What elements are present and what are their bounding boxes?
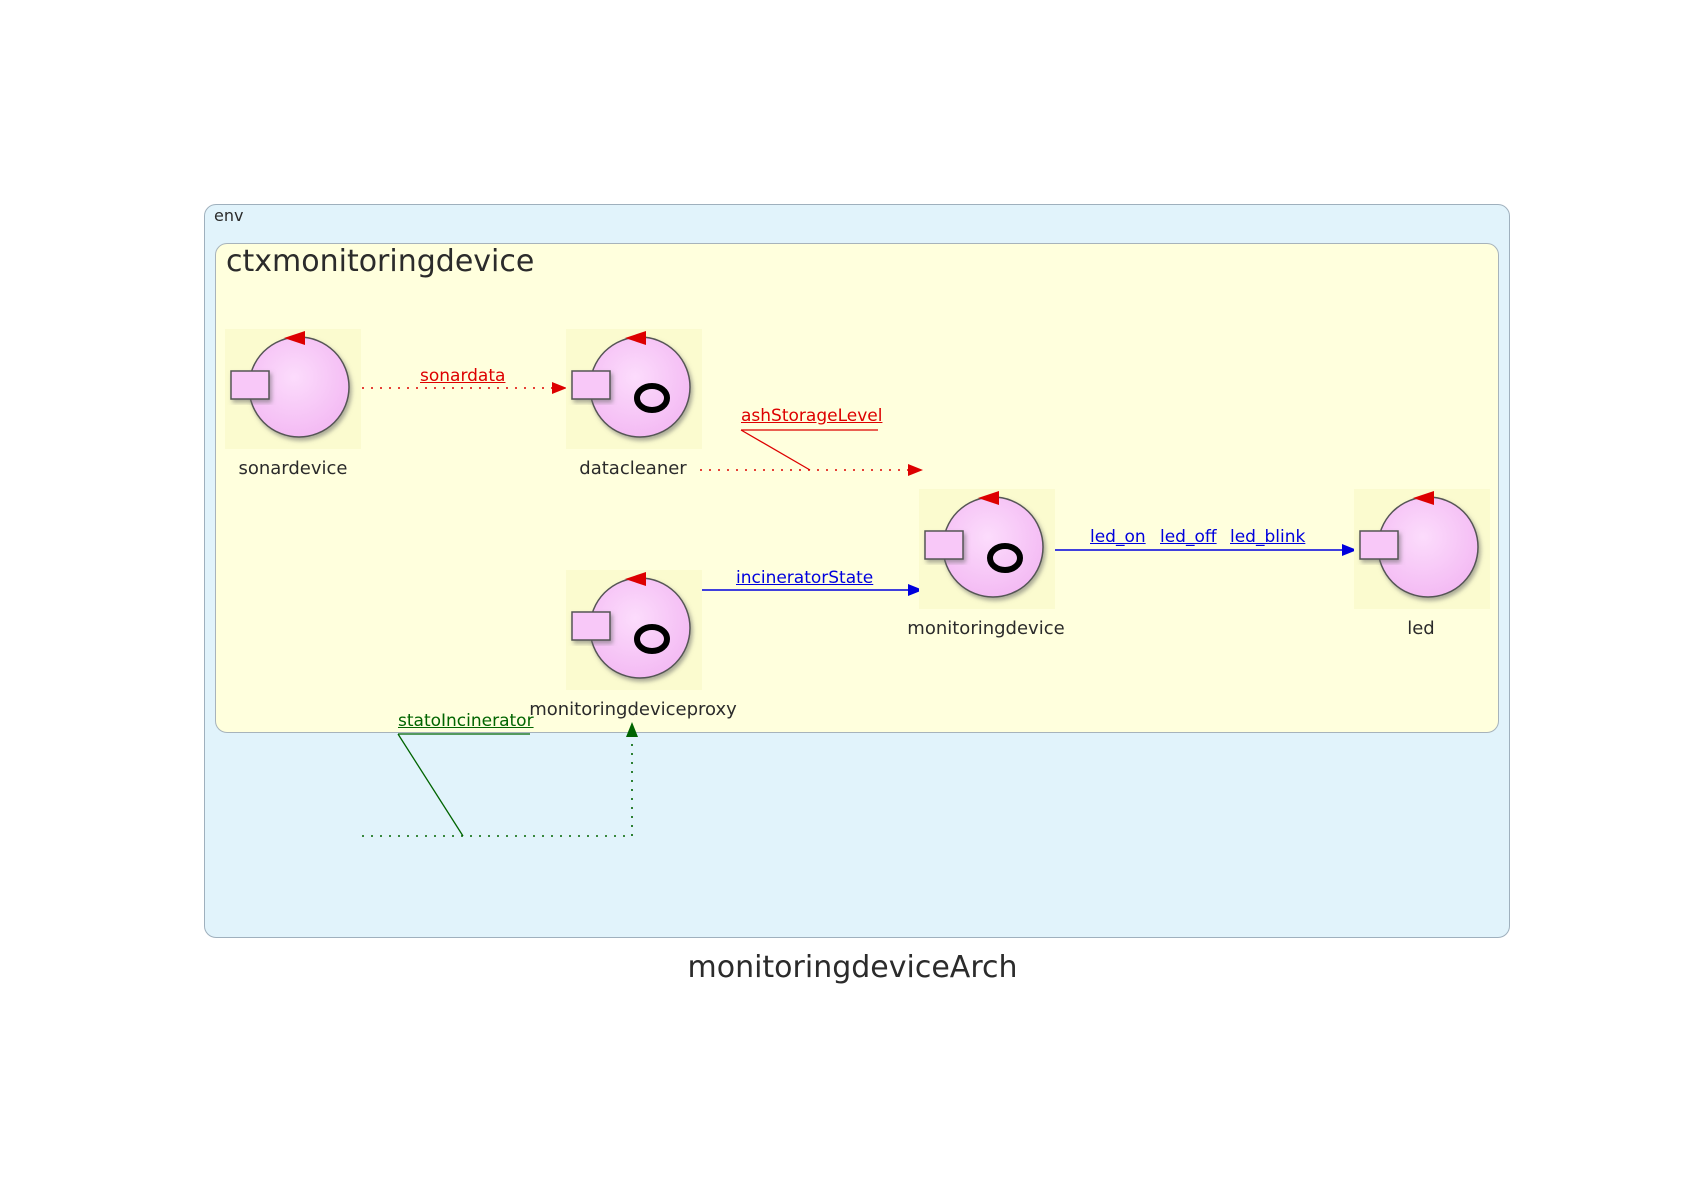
edge-label-led-off: led_off — [1160, 527, 1217, 547]
state-marker-icon — [1413, 491, 1434, 505]
actor-sonardevice[interactable] — [225, 329, 361, 449]
edge-ashStorageLevel — [700, 429, 923, 476]
actor-datacleaner[interactable] — [566, 329, 702, 449]
state-marker-icon — [625, 331, 646, 345]
context-container — [215, 243, 1499, 733]
node-label-monitoringdeviceproxy: monitoringdeviceproxy — [529, 699, 737, 720]
edge-label-sonardata: sonardata — [420, 366, 506, 386]
env-label: env — [214, 206, 244, 225]
state-marker-icon — [625, 572, 646, 586]
edge-label-statoIncinerator: statoIncinerator — [398, 711, 534, 731]
state-marker-icon — [284, 331, 305, 345]
edge-label-led-on: led_on — [1090, 527, 1146, 547]
ring-icon — [634, 624, 670, 654]
edge-label-incineratorState: incineratorState — [736, 568, 874, 588]
state-marker-icon — [978, 491, 999, 505]
edge-statoIncinerator — [362, 722, 638, 837]
ring-icon — [987, 543, 1023, 573]
edge-label-led-blink: led_blink — [1230, 527, 1306, 547]
actor-monitoringdeviceproxy[interactable] — [566, 570, 702, 690]
context-label: ctxmonitoringdevice — [226, 244, 535, 279]
actor-led[interactable] — [1354, 489, 1490, 609]
diagram-title: monitoringdeviceArch — [687, 950, 1018, 985]
edge-sonardata — [362, 382, 567, 394]
edge-label-ashStorageLevel: ashStorageLevel — [741, 406, 883, 426]
node-label-datacleaner: datacleaner — [579, 458, 687, 479]
edge-led-commands — [1055, 544, 1357, 556]
ring-icon — [634, 383, 670, 413]
node-label-monitoringdevice: monitoringdevice — [907, 618, 1065, 639]
node-label-led: led — [1407, 618, 1435, 639]
edge-incineratorState — [700, 584, 923, 596]
actor-monitoringdevice[interactable] — [919, 489, 1055, 609]
node-label-sonardevice: sonardevice — [238, 458, 348, 479]
